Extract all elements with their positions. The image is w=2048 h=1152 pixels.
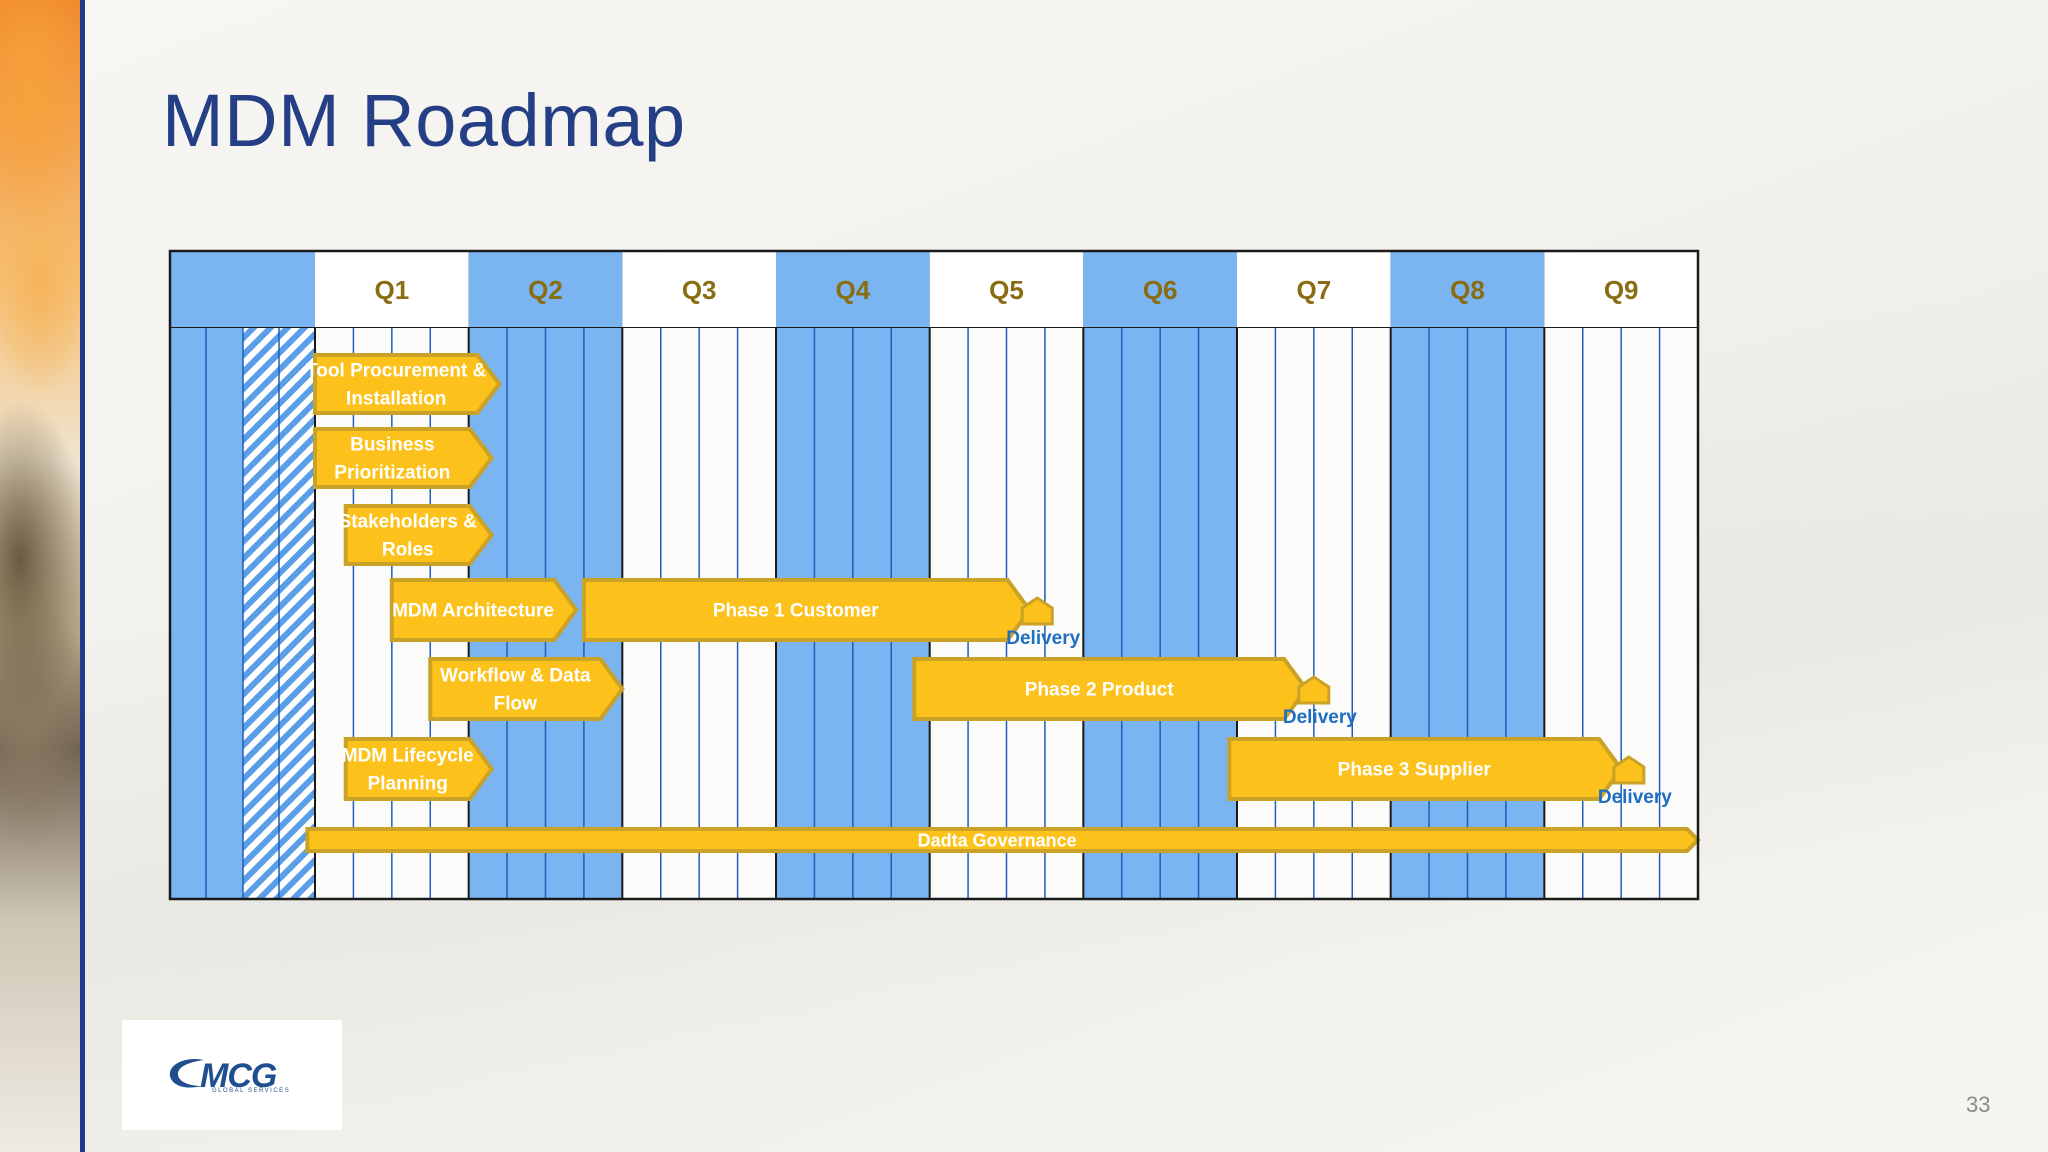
chart-frame <box>168 249 1700 901</box>
logo-box <box>122 1020 342 1130</box>
page-number: 33 <box>1966 1092 1991 1117</box>
quarter-header-cell <box>1390 251 1545 327</box>
quarter-header-cell <box>1083 251 1237 327</box>
task-bar-p1: Phase 1 Customer <box>581 578 1033 642</box>
task-arrow-shape <box>912 657 1309 721</box>
quarter-header-cell <box>1544 251 1698 327</box>
quarter-header-cell <box>929 251 1084 327</box>
quarter-label: Q1 <box>374 275 409 305</box>
task-label: MDM Lifecycle <box>342 746 474 767</box>
milestone-pentagon-icon <box>1612 755 1646 785</box>
task-label: Tool Procurement & <box>306 361 486 382</box>
delivery-milestone: Delivery <box>1598 755 1672 808</box>
task-label: Phase 3 Supplier <box>1338 760 1492 781</box>
quarter-header-cell <box>622 251 776 327</box>
task-label: Planning <box>368 774 448 795</box>
decorative-side-image <box>0 0 80 1152</box>
quarter-header-cell <box>468 251 623 327</box>
task-bar-gov: Dadta Governance <box>305 827 1701 853</box>
task-label: Stakeholders & <box>339 512 478 533</box>
task-label: MDM Architecture <box>392 601 554 622</box>
quarter-label: Q7 <box>1296 275 1331 305</box>
header-corner-cell <box>170 251 315 327</box>
task-bar-p3: Phase 3 Supplier <box>1227 737 1624 801</box>
quarter-header-cell <box>315 251 469 327</box>
milestone-pentagon-icon <box>1297 675 1331 705</box>
task-bar-tool: Tool Procurement & Installation <box>306 353 502 415</box>
logo-tagline: GLOBAL SERVICES <box>212 1088 291 1094</box>
task-arrow-shape <box>389 578 579 642</box>
delivery-milestone: Delivery <box>1006 596 1081 649</box>
milestone-pentagon-icon <box>1020 596 1054 626</box>
task-arrow-shape <box>428 657 625 721</box>
task-label: Prioritization <box>334 463 450 484</box>
quarter-label: Q2 <box>528 275 563 305</box>
task-arrow-shape <box>581 578 1033 642</box>
delivery-milestone: Delivery <box>1283 675 1357 728</box>
task-label: Roles <box>382 540 434 561</box>
task-bar-stake: Stakeholders & Roles <box>339 504 495 566</box>
task-label: Phase 1 Customer <box>713 601 879 622</box>
task-arrow-shape <box>305 827 1701 853</box>
left-accent-rule <box>80 0 85 1152</box>
task-label: Dadta Governance <box>918 830 1077 850</box>
task-arrow-shape <box>343 504 495 566</box>
quarter-header-cell <box>776 251 930 327</box>
logo-text: MCG <box>200 1057 277 1095</box>
task-arrow-shape <box>313 427 495 489</box>
task-label: Phase 2 Product <box>1025 680 1175 701</box>
task-arrow-shape <box>1227 737 1624 801</box>
task-arrow-shape <box>313 353 502 415</box>
task-bar-p2: Phase 2 Product <box>912 657 1309 721</box>
task-bar-arch: MDM Architecture <box>389 578 579 642</box>
quarter-label: Q5 <box>989 275 1024 305</box>
milestone-label: Delivery <box>1006 628 1080 649</box>
task-label: Business <box>350 435 434 456</box>
quarter-label: Q8 <box>1450 275 1485 305</box>
logo-swoosh-icon <box>169 1058 204 1088</box>
quarter-label: Q4 <box>835 275 870 305</box>
quarter-label: Q6 <box>1143 275 1178 305</box>
milestone-label: Delivery <box>1283 707 1357 728</box>
quarter-header-cell <box>1237 251 1391 327</box>
task-label: Workflow & Data <box>440 666 591 687</box>
task-label: Installation <box>346 389 446 410</box>
quarter-label: Q3 <box>682 275 717 305</box>
milestone-label: Delivery <box>1598 787 1672 808</box>
task-label: Flow <box>494 694 537 715</box>
quarter-label: Q9 <box>1604 275 1639 305</box>
task-arrow-shape <box>343 737 495 801</box>
slide-title: MDM Roadmap <box>162 79 686 162</box>
